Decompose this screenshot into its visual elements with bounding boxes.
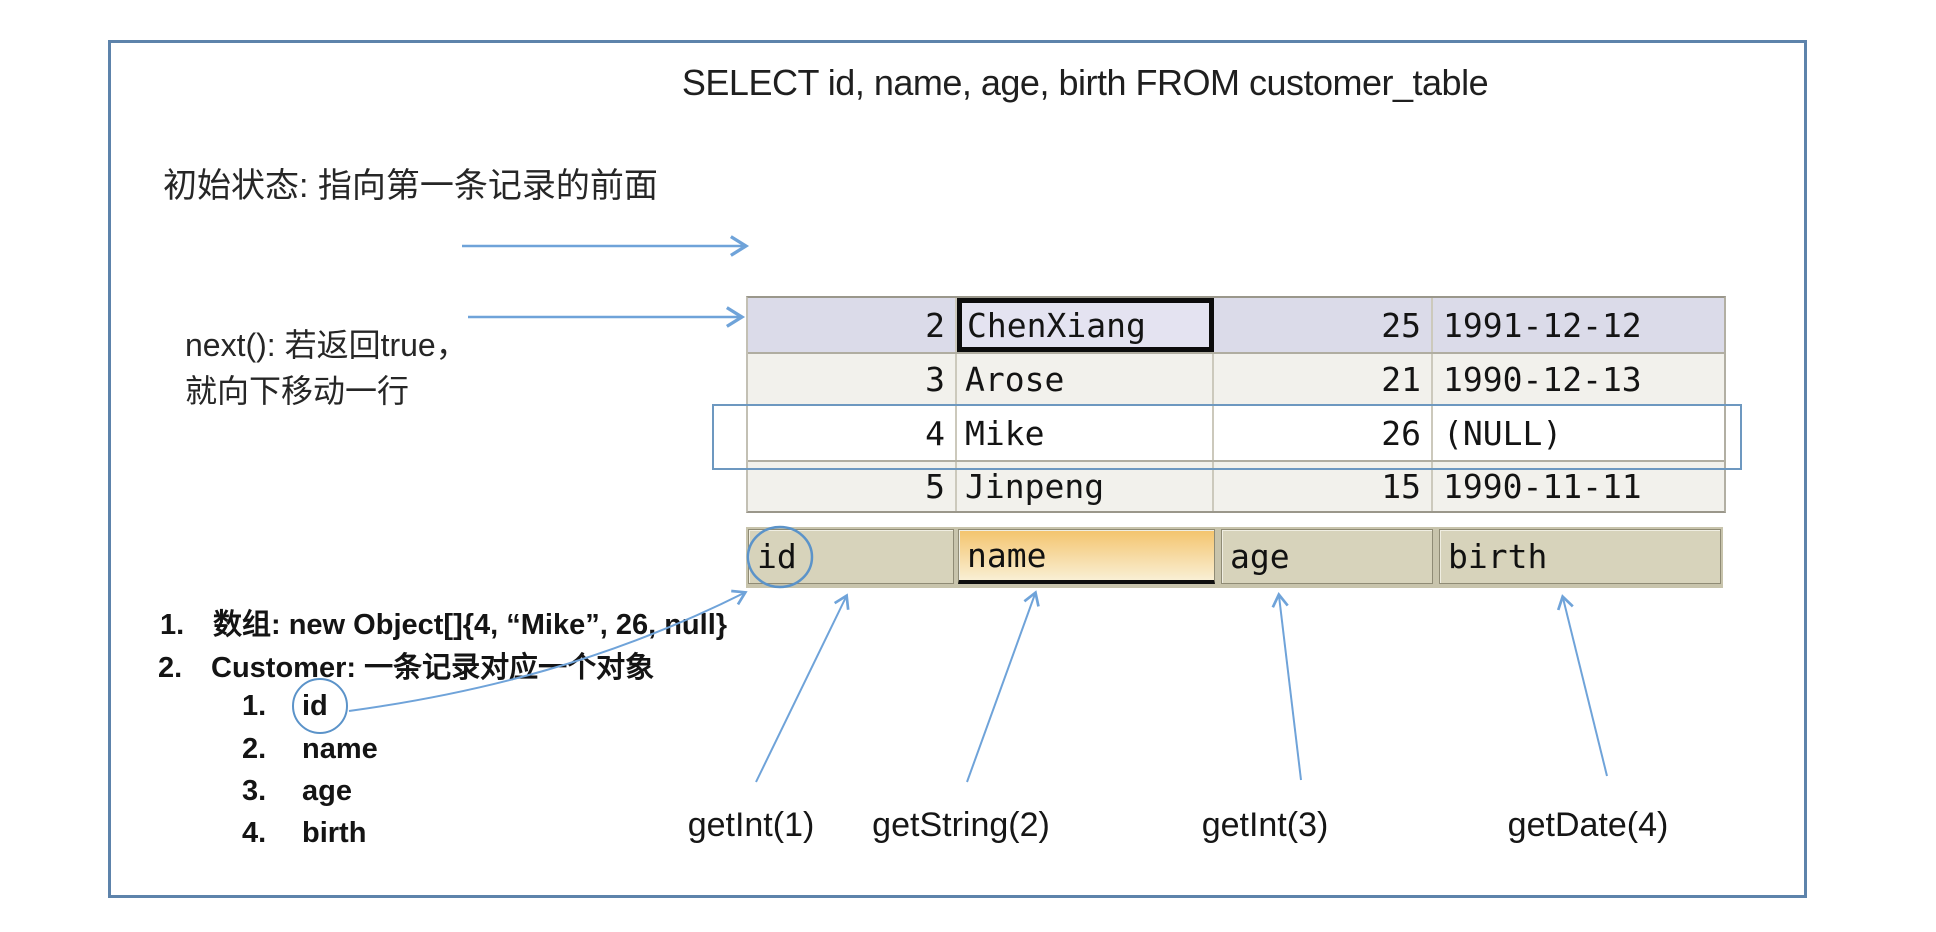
field-item-name: 2. name <box>242 733 378 766</box>
field-label: name <box>302 733 378 765</box>
getter-label-getint1: getInt(1) <box>687 806 815 844</box>
field-number: 3. <box>242 775 267 807</box>
note-text: 数组: new Object[]{4, “Mike”, 26, null} <box>213 609 728 641</box>
note-number: 2. <box>158 652 183 684</box>
note-text: Customer: 一条记录对应一个对象 <box>211 652 655 684</box>
column-header-birth: birth <box>1439 529 1721 584</box>
table-cell: 25 <box>1214 298 1433 352</box>
table-cell: (NULL) <box>1443 413 1563 453</box>
field-number: 2. <box>242 733 267 765</box>
table-cell: Mike <box>957 406 1214 460</box>
field-item-id: 1. id <box>242 690 328 723</box>
resultset-grid: 2 ChenXiang 25 1991-12-12 3 Arose 21 199… <box>746 296 1726 513</box>
field-number: 4. <box>242 817 267 849</box>
field-label: age <box>302 775 352 807</box>
field-label: id <box>302 690 328 722</box>
table-cell: 3 <box>748 354 957 404</box>
column-header-age: age <box>1221 529 1433 584</box>
table-row: 4 Mike 26 (NULL) <box>748 404 1724 460</box>
table-cell: 26 <box>1214 406 1433 460</box>
note-number: 1. <box>160 609 185 641</box>
initial-state-annotation: 初始状态: 指向第一条记录的前面 <box>163 167 658 205</box>
current-row-outline <box>712 404 1742 470</box>
field-item-age: 3. age <box>242 775 352 808</box>
sql-query-title: SELECT id, name, age, birth FROM custome… <box>681 62 1489 103</box>
note-array: 1. 数组: new Object[]{4, “Mike”, 26, null} <box>160 601 727 643</box>
table-cell: 5 <box>748 462 957 511</box>
selected-cell: ChenXiang <box>957 298 1214 352</box>
column-header-row: id name age birth <box>746 527 1723 588</box>
table-cell: 1990-12-13 <box>1443 359 1642 399</box>
table-cell: 21 <box>1214 354 1433 404</box>
note-customer: 2. Customer: 一条记录对应一个对象 <box>158 644 654 686</box>
table-row: 2 ChenXiang 25 1991-12-12 <box>748 298 1724 352</box>
table-row: 3 Arose 21 1990-12-13 <box>748 352 1724 404</box>
getter-label-getdate4: getDate(4) <box>1507 806 1669 844</box>
field-item-birth: 4. birth <box>242 817 366 850</box>
table-cell: 1991-12-12 <box>1443 305 1642 345</box>
field-label: birth <box>302 817 367 849</box>
getter-label-getstring2: getString(2) <box>872 806 1050 844</box>
table-cell: Jinpeng <box>957 462 1214 511</box>
table-cell: Arose <box>957 354 1214 404</box>
next-method-annotation: next(): 若返回true， 就向下移动一行 <box>185 327 468 409</box>
table-cell: 4 <box>748 406 957 460</box>
column-header-name: name <box>958 529 1215 584</box>
column-header-id: id <box>748 529 954 584</box>
table-cell: 2 <box>748 298 957 352</box>
getter-label-getint3: getInt(3) <box>1201 806 1329 844</box>
table-cell: 1990-11-11 <box>1443 467 1642 506</box>
field-number: 1. <box>242 690 267 722</box>
table-cell: 15 <box>1214 462 1433 511</box>
